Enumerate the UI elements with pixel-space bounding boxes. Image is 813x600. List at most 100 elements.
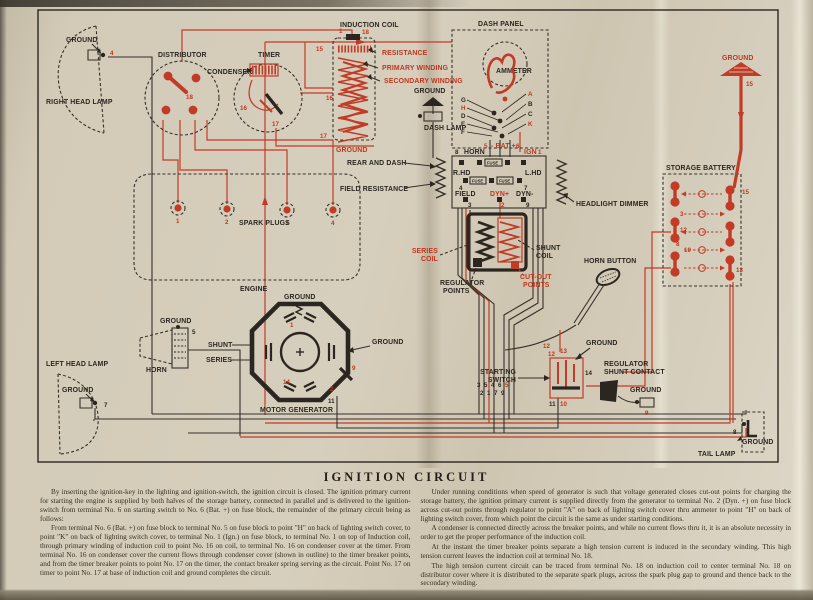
- terminal-number: 18: [186, 94, 193, 101]
- point-letter: D: [461, 113, 466, 120]
- spark-plugs: 1 2 3 4 SPARK PLUGS: [170, 200, 341, 227]
- right-head-lamp-label: RIGHT HEAD LAMP: [46, 99, 113, 106]
- timer-label: TIMER: [258, 52, 280, 59]
- condenser-label: CONDENSER: [207, 69, 252, 76]
- regulator-points-label: REGULATOR: [440, 280, 484, 287]
- terminal-number: 4: [110, 50, 114, 57]
- terminal-number: 12: [543, 343, 550, 350]
- cut-out-points-label: CUT-OUT: [520, 274, 552, 281]
- paragraph: A condenser is connected directly across…: [420, 524, 792, 542]
- wire-number: 6: [498, 382, 502, 389]
- point-letter: K: [528, 121, 533, 128]
- starting-switch: 12 13 14 11 10 STARTING SWITCH GROUND 12: [480, 330, 617, 408]
- ground-label: GROUND: [66, 37, 98, 44]
- terminal-number: 11: [328, 398, 335, 405]
- terminal-number: 11: [549, 401, 556, 408]
- battery-cells: [670, 181, 735, 281]
- fuse-label: FUSE: [499, 179, 510, 184]
- series-label: SERIES: [206, 357, 232, 364]
- left-head-lamp-label: LEFT HEAD LAMP: [46, 361, 108, 368]
- point-letter: F: [461, 129, 465, 136]
- tail-lamp-label: TAIL LAMP: [698, 451, 736, 458]
- point-letter: G: [461, 97, 466, 104]
- horn-button-label: HORN BUTTON: [584, 258, 636, 265]
- terminal-number: 4: [459, 185, 463, 192]
- storage-battery-label: STORAGE BATTERY: [666, 165, 736, 172]
- field-label: FIELD: [455, 191, 476, 198]
- starting-switch-label: SWITCH: [488, 377, 516, 384]
- regulator-unit: SERIES COIL SHUNT COIL CUT-OUT POINTS RE…: [412, 212, 561, 295]
- terminal-number: 1: [290, 322, 294, 329]
- scan-edge-left: [0, 0, 7, 600]
- ammeter-dial: [482, 41, 528, 87]
- terminal-number: 9: [645, 410, 649, 417]
- terminal-number: 9: [352, 365, 356, 372]
- ground-label: GROUND: [372, 339, 404, 346]
- terminal-dot: [100, 52, 106, 58]
- terminal-number: 15: [316, 46, 323, 53]
- cut-out-points: [511, 261, 519, 269]
- dash-panel-label: DASH PANEL: [478, 21, 524, 28]
- series-coil-label: SERIES: [412, 248, 438, 255]
- ground-label: GROUND: [722, 55, 754, 62]
- dyn-plus-label: DYN+: [490, 191, 509, 198]
- secondary-winding-label: SECONDARY WINDING: [384, 78, 463, 85]
- dash-lamp: GROUND DASH LAMP: [414, 88, 466, 132]
- terminal-number: 17: [272, 121, 279, 128]
- fuse-label: FUSE: [472, 179, 483, 184]
- plug-number: 3: [285, 220, 289, 227]
- point-letter: C: [528, 111, 533, 118]
- point-letter: H: [461, 105, 466, 112]
- left-head-lamp: LEFT HEAD LAMP GROUND 7: [46, 361, 108, 455]
- paragraph: Under running conditions when speed of g…: [420, 488, 792, 523]
- ground-label: GROUND: [336, 147, 368, 154]
- terminal-number: 1: [339, 28, 343, 35]
- paragraph: At the instant the timer breaker points …: [420, 543, 792, 560]
- terminal-number: 8: [733, 429, 737, 436]
- scan-edge-top: [0, 0, 472, 7]
- terminal-number: 8: [676, 241, 680, 248]
- dyn-minus-label: DYN-: [516, 191, 534, 198]
- point-leaders: [466, 93, 527, 137]
- horn-fuse-label: HORN: [464, 149, 485, 156]
- headlight-dimmer-label: HEADLIGHT DIMMER: [576, 201, 648, 208]
- distributor: DISTRIBUTOR 18: [144, 52, 220, 136]
- wire-number: 4: [491, 382, 495, 389]
- resistance-label: RESISTANCE: [382, 50, 428, 57]
- horn-label: HORN: [146, 367, 167, 374]
- ground-label: GROUND: [414, 88, 446, 95]
- arrowhead: [356, 39, 366, 45]
- breaker-lever: [264, 92, 284, 116]
- timer: TIMER CONDENSER 16 17: [207, 52, 303, 133]
- shunt-coil: [496, 221, 522, 263]
- starting-switch-label: STARTING: [480, 369, 516, 376]
- terminal-number: 12: [680, 227, 687, 234]
- page-edge-right: [791, 0, 813, 600]
- ground-label: GROUND: [62, 387, 94, 394]
- regulator-shunt-contact: REGULATOR SHUNT CONTACT GROUND 9: [600, 361, 665, 417]
- terminal-number: 7: [104, 402, 108, 409]
- terminal-number: 3: [680, 211, 684, 218]
- plug-number: 4: [331, 220, 335, 227]
- terminal-number: 3: [468, 202, 472, 209]
- shunt-coil-label: COIL: [536, 253, 553, 260]
- wire-number: 5: [505, 382, 509, 389]
- plug-number: 2: [225, 219, 229, 226]
- point-letter: E: [461, 121, 465, 128]
- horn: GROUND 5 HORN: [139, 318, 196, 374]
- terminal-number: 2: [330, 386, 334, 393]
- rear-and-dash-label: REAR AND DASH: [347, 160, 407, 167]
- primary-winding-label: PRIMARY WINDING: [382, 65, 448, 72]
- cut-out-points-label: POINTS: [523, 282, 550, 289]
- field-coils: [264, 312, 336, 392]
- series-coil: [474, 220, 496, 264]
- page-fold-highlight: [652, 0, 670, 468]
- arrowhead: [262, 196, 268, 205]
- induction-coil: INDUCTION COIL 18 1 15 16 RESISTANCE PRI…: [316, 22, 463, 154]
- primary-winding-coil: [339, 60, 369, 134]
- wire-number: 9: [501, 390, 505, 397]
- wiring-diagram: 3 5 4 6 5 2 1 7 9: [37, 9, 779, 463]
- scan-edge-bottom: [0, 589, 813, 600]
- bat-label: - BAT +: [491, 143, 516, 150]
- paragraph: The high tension current circuit can be …: [420, 561, 792, 588]
